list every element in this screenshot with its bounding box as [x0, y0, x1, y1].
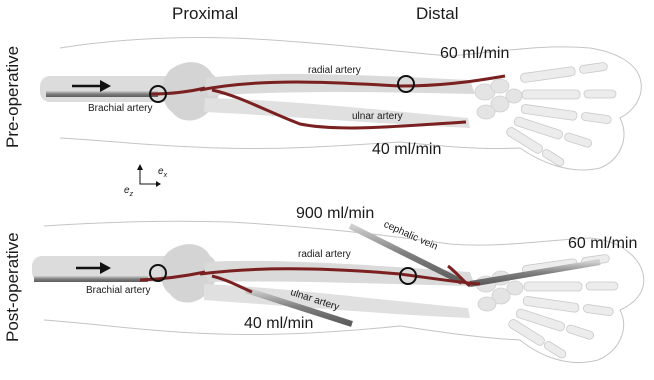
radial-flow-value: 60 ml/min: [568, 236, 637, 252]
header-proximal: Proximal: [172, 5, 238, 22]
panel-label-pre-operative: Pre-operative: [4, 46, 21, 148]
ulnar-flow-value: 40 ml/min: [372, 142, 441, 158]
axis-x-label: ex: [158, 167, 167, 179]
brachial-tube: [46, 91, 158, 97]
radial-artery-label: radial artery: [308, 66, 361, 76]
radius-bone: [204, 261, 475, 286]
brachial-tube: [34, 276, 148, 282]
axis-x-subscript: x: [164, 172, 168, 179]
carpal-bones: [475, 79, 522, 119]
brachial-artery-label: Brachial artery: [86, 286, 150, 296]
finger-bones: [505, 62, 616, 167]
radial-flow-value: 60 ml/min: [440, 46, 509, 62]
axis-z-label: ez: [124, 186, 133, 198]
header-distal: Distal: [416, 5, 459, 22]
panel-label-post-operative: Post-operative: [4, 232, 21, 342]
brachial-artery-label: Brachial artery: [88, 104, 152, 114]
ulnar-artery-label: ulnar artery: [352, 112, 403, 122]
ulnar-flow-value: 40 ml/min: [244, 316, 313, 332]
radial-artery-label: radial artery: [298, 250, 351, 260]
cephalic-flow-value: 900 ml/min: [296, 206, 374, 222]
axis-z-subscript: z: [130, 191, 134, 198]
